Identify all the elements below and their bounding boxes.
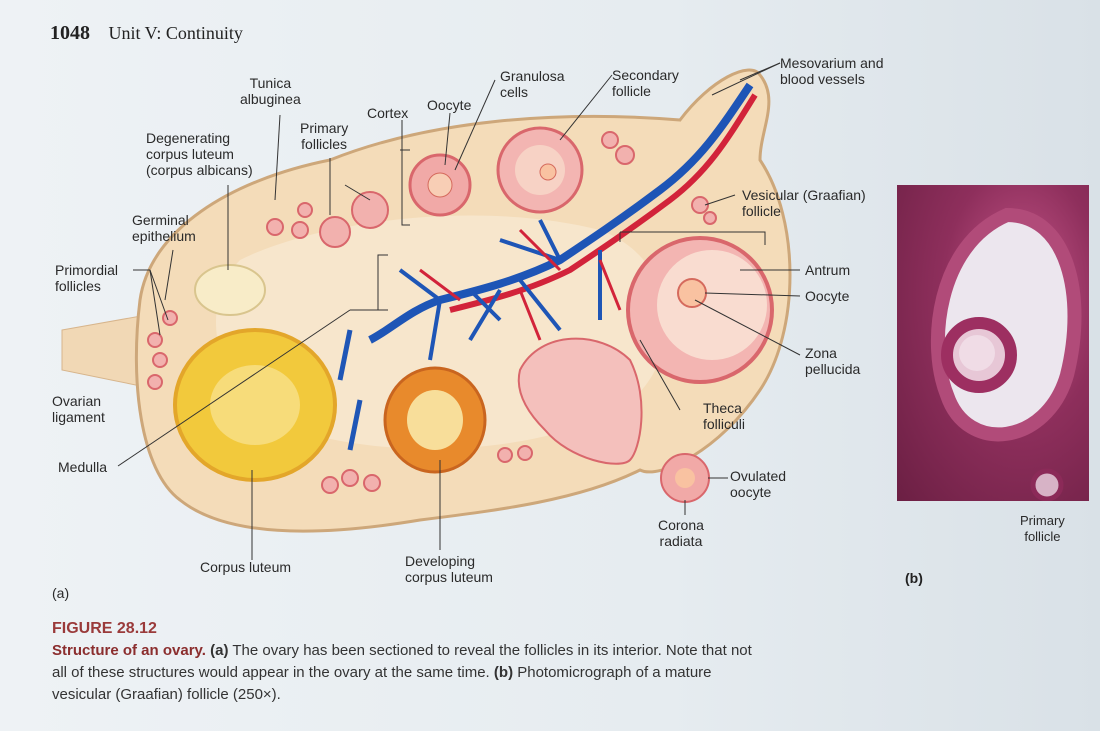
figure-title: Structure of an ovary.	[52, 642, 206, 659]
label-oocyte-top: Oocyte	[427, 97, 471, 113]
panel-a-label: (a)	[52, 585, 69, 601]
label-antrum: Antrum	[805, 262, 850, 278]
panel-b-label: (b)	[905, 570, 923, 586]
figure-number: FIGURE 28.12	[52, 618, 752, 640]
label-medulla: Medulla	[58, 459, 107, 475]
label-cortex: Cortex	[367, 105, 408, 121]
caption-part-b-label: (b)	[494, 664, 513, 681]
corpus-albicans	[195, 265, 265, 315]
figure-caption: FIGURE 28.12 Structure of an ovary. (a) …	[52, 618, 752, 706]
label-oocyte-right: Oocyte	[805, 288, 849, 304]
photomicrograph	[897, 185, 1089, 501]
label-vesicular-follicle: Vesicular (Graafian)follicle	[742, 187, 866, 219]
label-corpus-luteum: Corpus luteum	[200, 559, 291, 575]
caption-part-a-label: (a)	[210, 642, 228, 659]
